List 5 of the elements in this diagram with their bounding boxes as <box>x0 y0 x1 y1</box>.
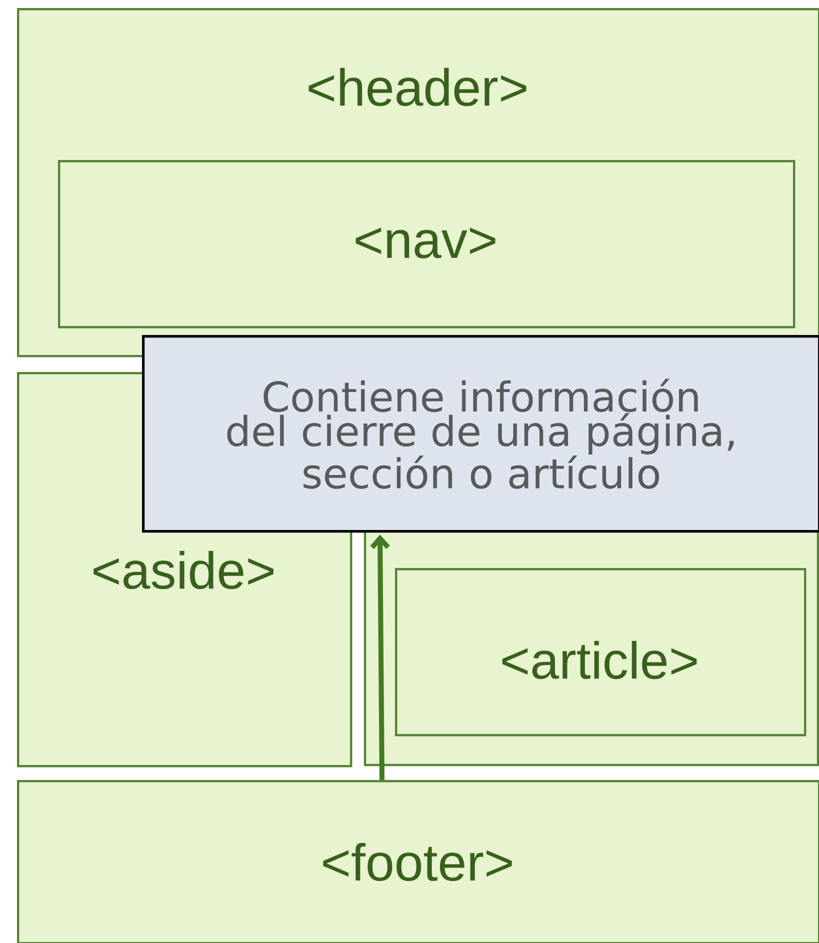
section-box: <nav> <box>58 160 796 328</box>
section-box: <footer> <box>17 780 819 943</box>
arrow <box>370 534 390 780</box>
section-box: <article> <box>395 568 806 736</box>
callout-tooltip: Contiene información del cierre de una página, sección o artículo <box>142 335 819 533</box>
